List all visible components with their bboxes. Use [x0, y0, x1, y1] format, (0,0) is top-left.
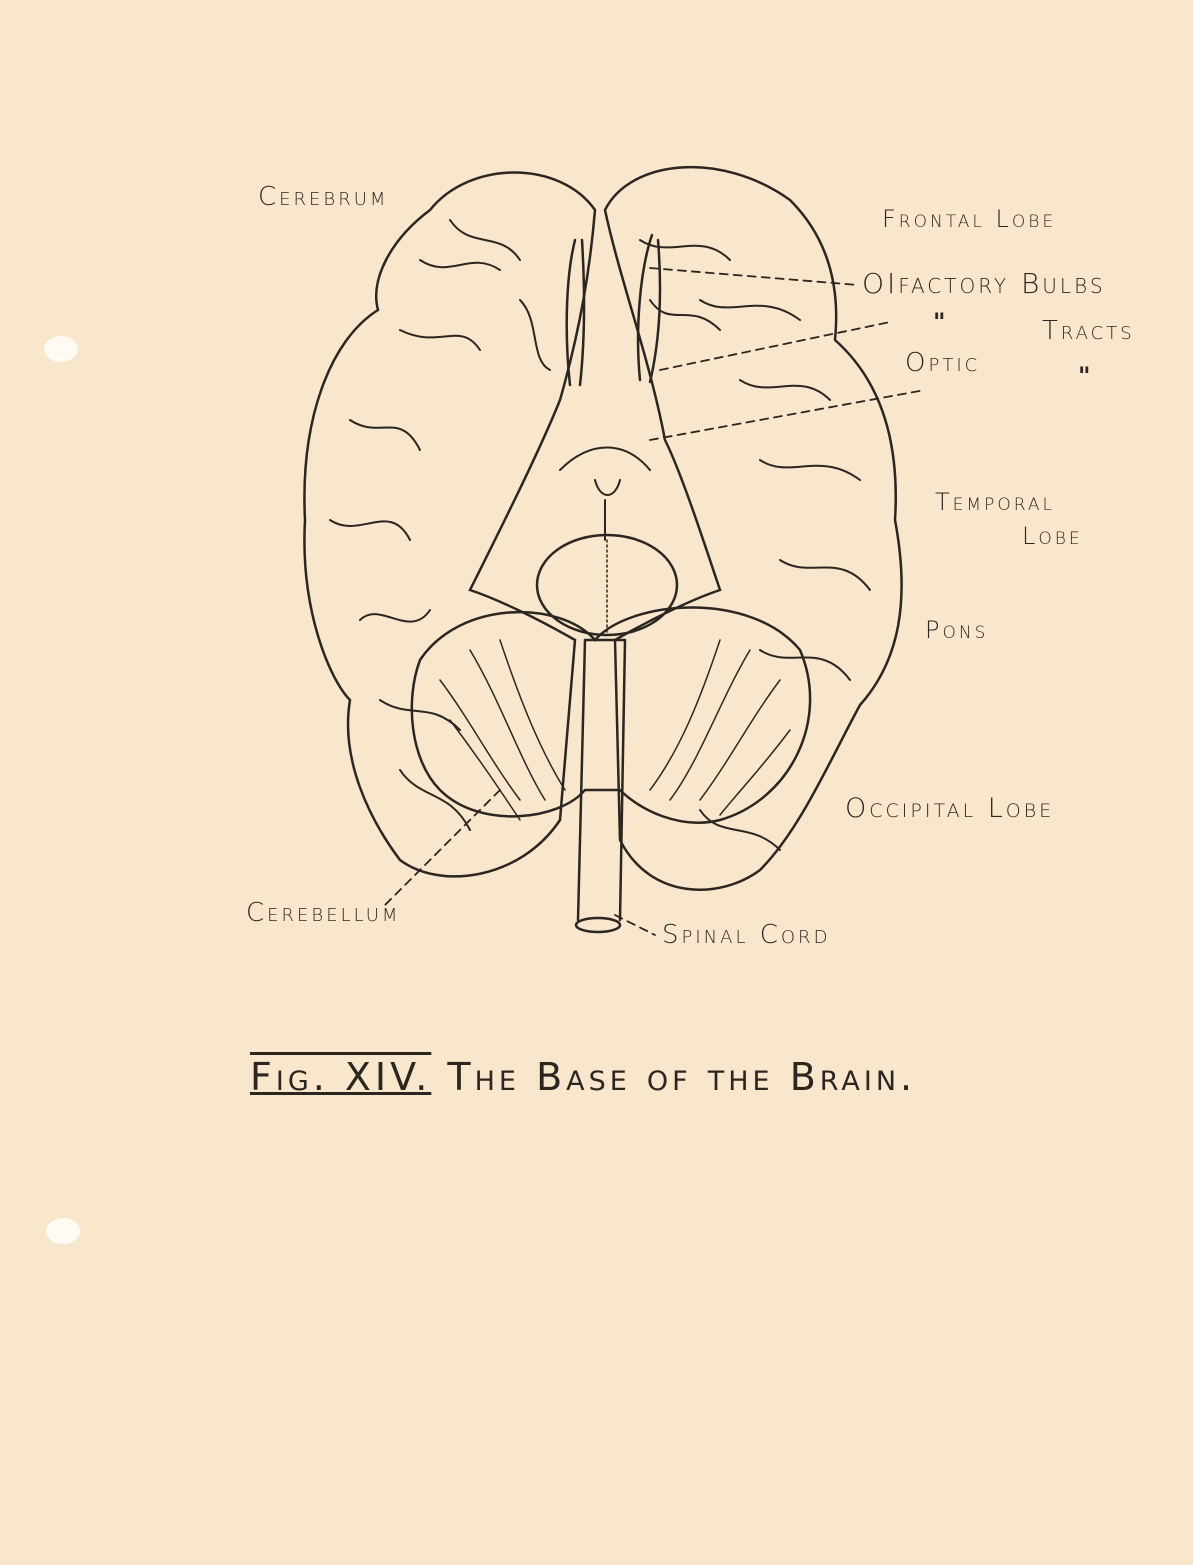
figure-title: The Base of the Brain. [447, 1055, 917, 1099]
pons-outline [535, 533, 679, 637]
figure-caption: Fig. XIV. The Base of the Brain. [250, 1055, 916, 1099]
figure-number: Fig. XIV. [250, 1055, 432, 1099]
label-cerebrum: Cerebrum [258, 182, 389, 212]
right-hemisphere-outline [603, 165, 903, 891]
label-olfactory-bulbs: OIfactory Bulbs [862, 267, 1106, 300]
spinal-cord [576, 638, 627, 922]
left-hemisphere-outline [303, 171, 597, 878]
label-cerebellum: Cerebellum [246, 898, 401, 928]
olfactory-bulb-left [565, 238, 586, 387]
label-tracts: Tracts [1042, 316, 1135, 346]
label-pons: Pons [925, 616, 989, 644]
label-temporal-lobe-line1: Temporal [935, 488, 1055, 516]
label-frontal-lobe: Frontal Lobe [882, 205, 1057, 233]
cerebellum-folia [439, 639, 791, 821]
label-occipital-lobe: Occipital Lobe [845, 793, 1055, 824]
label-olfactory-tracts-ditto: " [933, 308, 949, 336]
punch-hole-top [44, 336, 78, 362]
label-optic-tracts-ditto: " [1078, 362, 1094, 390]
punch-hole-bottom [46, 1218, 80, 1244]
label-spinal-cord: Spinal Cord [662, 920, 831, 950]
label-optic: Optic [905, 348, 981, 378]
leader-lines [384, 267, 926, 936]
optic-chiasm [559, 446, 651, 541]
spinal-cord-end [574, 916, 622, 934]
olfactory-bulb-right [636, 233, 662, 384]
cerebellum-outline [410, 606, 812, 824]
label-temporal-lobe-line2: Lobe [1022, 522, 1083, 550]
